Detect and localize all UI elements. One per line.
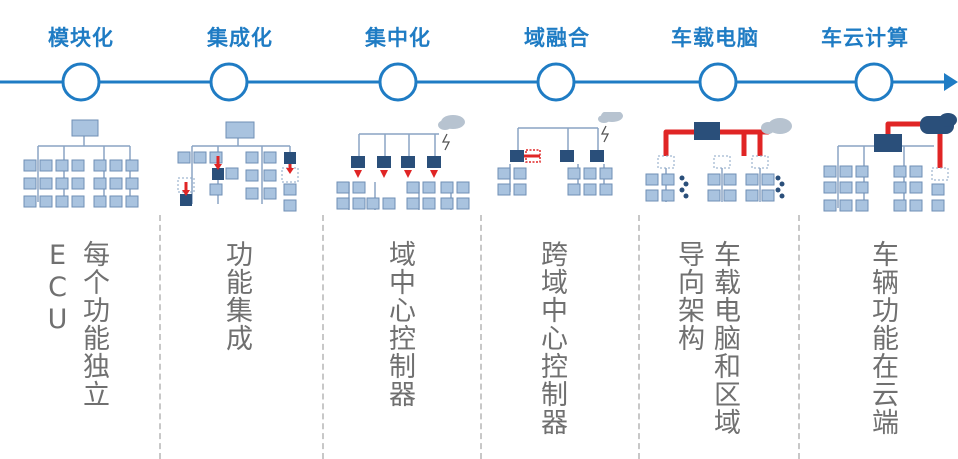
stage-title-vehicle-computer: 车载电脑: [671, 26, 759, 50]
caption-domain-fusion: 跨域中心控制器: [536, 240, 567, 436]
architecture-diagram-domain-fusion: [497, 112, 623, 196]
caption-integrated: 功能集成: [221, 240, 252, 352]
timeline: [0, 62, 958, 102]
caption-centralized: 域中心控制器: [384, 240, 415, 408]
architecture-diagram-integrated: [177, 121, 299, 212]
timeline-arrow-head: [944, 73, 958, 91]
column-separator: [798, 215, 800, 459]
caption-vehicle-computer-line-1: 车载电脑和区域: [709, 240, 740, 436]
timeline-node-3: [378, 62, 418, 102]
caption-vehicle-computer-line-2: 导向架构: [673, 240, 704, 352]
column-separator: [159, 215, 161, 459]
stage-title-integrated: 集成化: [207, 26, 273, 50]
architecture-diagram-modular: [23, 119, 139, 208]
caption-domain-fusion-line-1: 跨域中心控制器: [536, 240, 567, 436]
caption-vehicle-computer: 车载电脑和区域 导向架构: [673, 240, 740, 436]
caption-vehicle-cloud: 车辆功能在云端: [867, 240, 898, 436]
column-separator: [480, 215, 482, 459]
column-separator: [322, 215, 324, 459]
caption-modular-line-1: 每个功能独立: [78, 240, 109, 408]
timeline-node-6: [854, 62, 894, 102]
stage-title-vehicle-cloud: 车云计算: [821, 26, 909, 50]
caption-integrated-line-1: 功能集成: [221, 240, 252, 352]
timeline-node-2: [209, 62, 249, 102]
column-separator: [638, 215, 640, 459]
stage-title-domain-fusion: 域融合: [524, 26, 590, 50]
stage-title-centralized: 集中化: [365, 26, 431, 50]
caption-centralized-line-1: 域中心控制器: [384, 240, 415, 408]
stage-title-modular: 模块化: [48, 26, 114, 50]
architecture-diagram-centralized: [336, 115, 470, 210]
caption-vehicle-cloud-line-1: 车辆功能在云端: [867, 240, 898, 436]
caption-modular-line-2: ECU: [42, 240, 73, 336]
caption-modular: 每个功能独立 ECU: [42, 240, 109, 408]
timeline-node-1: [61, 62, 101, 102]
timeline-node-4: [536, 62, 576, 102]
architecture-diagram-vehicle-computer: [645, 118, 792, 202]
architecture-diagram-vehicle-cloud: [823, 113, 957, 212]
timeline-node-5: [698, 62, 738, 102]
